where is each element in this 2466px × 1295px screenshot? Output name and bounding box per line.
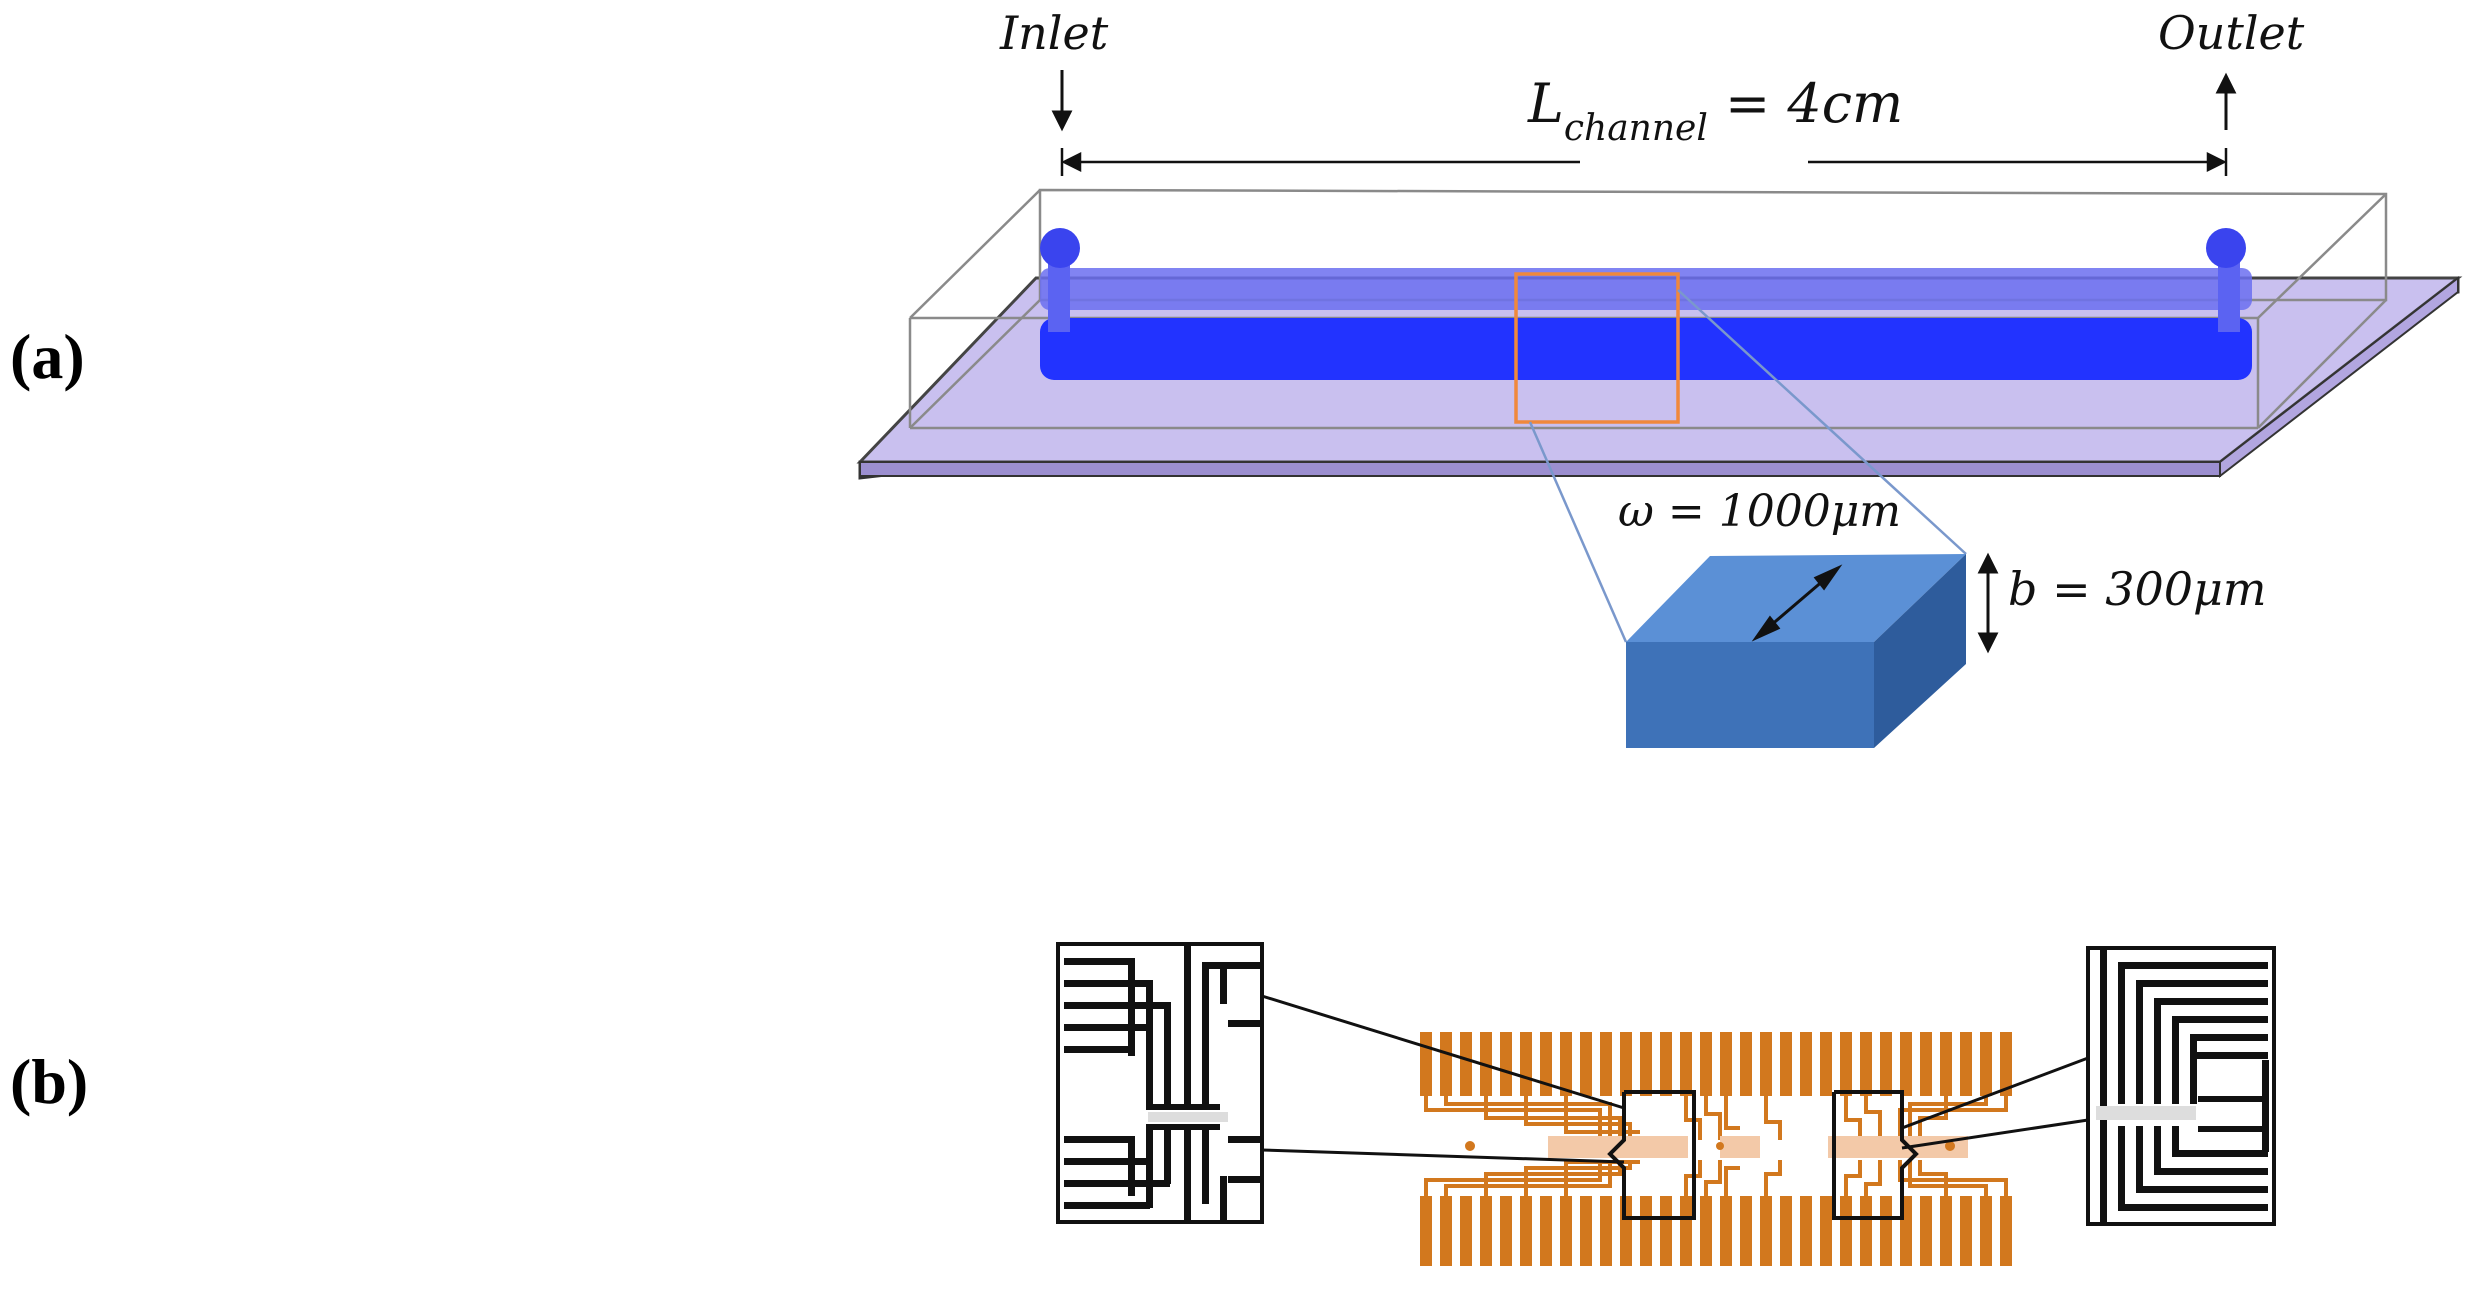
channel-width-label: ω = 1000μm	[1618, 486, 1902, 537]
outlet-label: Outlet	[2158, 6, 2305, 60]
length-value: = 4cm	[1707, 72, 1904, 135]
length-symbol: L	[1528, 72, 1564, 135]
top-contact-pads	[1420, 1032, 2012, 1096]
left-electrode-inset	[1056, 942, 1264, 1224]
channel-height-label: b = 300μm	[2008, 562, 2267, 616]
inlet-label: Inlet	[1000, 6, 1109, 60]
microchannel	[1040, 228, 2252, 380]
width-arrow	[1751, 564, 1843, 642]
electrode-highlight-boxes	[1607, 1090, 1919, 1220]
panel-label-a: (a)	[10, 321, 85, 392]
electrode-array	[1420, 1032, 2012, 1266]
right-electrode-inset	[2086, 946, 2276, 1226]
zoom-box	[1514, 272, 1680, 424]
inlet-arrow	[1051, 70, 1073, 132]
channel-length-label: Lchannel = 4cm	[1528, 72, 1904, 149]
length-dimension	[1060, 148, 2228, 176]
height-arrow	[1977, 552, 1999, 654]
panel-label-b: (b)	[10, 1046, 89, 1117]
inlet-port	[1040, 228, 1080, 268]
zoom-lines	[1528, 289, 1967, 643]
cross-section-block	[1626, 554, 1966, 748]
bottom-contact-pads	[1420, 1196, 2012, 1266]
length-subscript: channel	[1563, 108, 1708, 149]
outlet-arrow	[2215, 72, 2237, 130]
outlet-port	[2206, 228, 2246, 268]
inset-leader-lines	[1261, 994, 2089, 1164]
